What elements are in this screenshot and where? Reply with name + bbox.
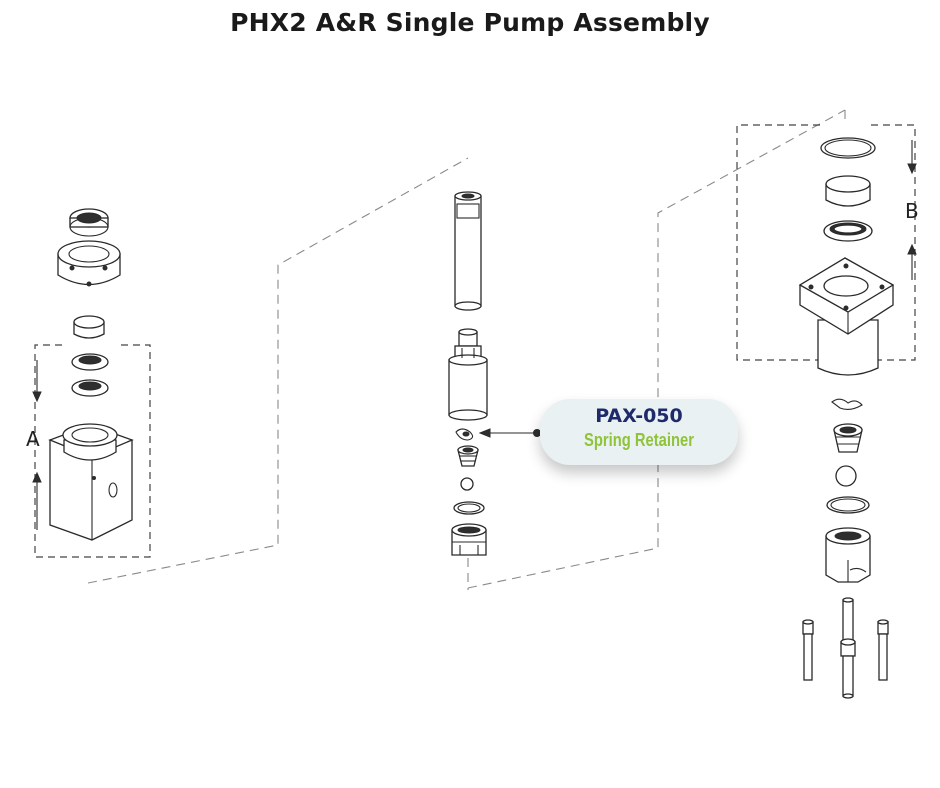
part-name: Spring Retainer [584, 430, 694, 450]
o-ring-right [826, 496, 870, 514]
bolt-set [802, 597, 889, 699]
part-number: PAX-050 [595, 405, 683, 427]
section-a-bracket [32, 344, 151, 558]
piston-sleeve [448, 328, 488, 421]
plunger [454, 191, 482, 311]
right-assembly [736, 124, 917, 699]
center-assembly [448, 191, 541, 556]
spring-retainer-right [831, 398, 863, 411]
seal-right [823, 220, 873, 242]
bushing-left [73, 315, 105, 339]
part-callout-bubble: PAX-050 Spring Retainer [540, 399, 738, 465]
seal-pair-left [71, 353, 109, 397]
diagram-title: PHX2 A&R Single Pump Assembly [230, 8, 710, 37]
dashed-connection-planes [87, 109, 846, 590]
left-assembly [32, 208, 151, 558]
section-b-label: B [905, 199, 919, 223]
section-a-label: A [26, 427, 40, 451]
o-ring-top-right [820, 137, 876, 159]
bushing-right [825, 175, 871, 207]
gland-nut [57, 240, 121, 287]
spring-right [833, 423, 863, 453]
seal-ring-top-left [69, 208, 109, 237]
spring-retainer-part [455, 428, 474, 441]
valve-housing-right [825, 527, 871, 583]
check-ball-center [460, 477, 474, 491]
valve-housing-center [451, 523, 487, 556]
check-ball-right [835, 465, 857, 487]
callout-leader-arrow [478, 428, 541, 438]
section-b-bracket [736, 124, 917, 361]
cylinder-head [798, 257, 895, 376]
spring-center [457, 445, 479, 467]
pump-block-left [48, 423, 134, 541]
